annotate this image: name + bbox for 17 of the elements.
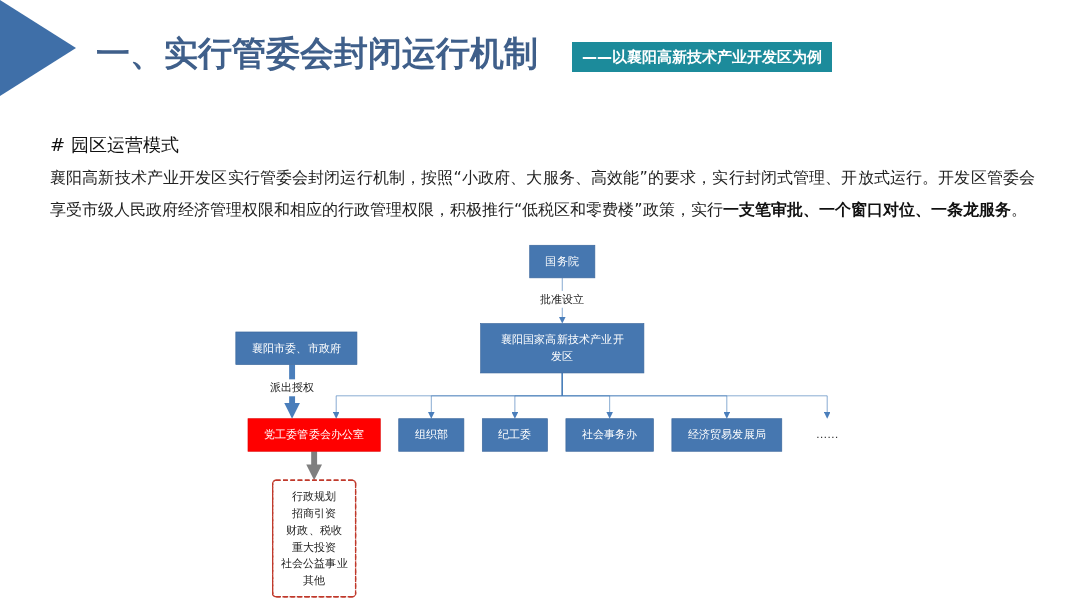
dashed-duty-box: 行政规划 招商引资 财政、税收 重大投资 社会公益事业 其他: [272, 479, 357, 598]
ellipsis-text: ……: [816, 427, 839, 442]
org-box: 国务院: [529, 244, 596, 279]
org-box: 经济贸易发展局: [671, 418, 783, 452]
slide-title: 一、实行管委会封闭运行机制: [96, 32, 538, 75]
org-box: 纪工委: [482, 418, 548, 452]
section-heading: # 园区运营模式: [50, 133, 179, 157]
org-box: 襄阳市委、市政府: [235, 331, 358, 365]
subtitle-tag: ——以襄阳高新技术产业开发区为例: [572, 42, 832, 72]
org-box: 襄阳国家高新技术产业开发区: [480, 323, 645, 374]
body-paragraph: 襄阳高新技术产业开发区实行管委会封闭运行机制，按照“小政府、大服务、高效能”的要求，实行封闭式管理、开放式运行。开发区管委会享受市级人民政府经济管理权限和相应的行政管理权限，积极推行“低税区和零费楼”政策，实行一支笔审批、一个窗口对位、一条龙服务。: [50, 167, 1035, 221]
edge-label: 批准设立: [539, 290, 585, 308]
block-arrow: [306, 451, 323, 481]
highlighted-org-box: 党工委管委会办公室: [247, 418, 381, 452]
org-box: 组织部: [398, 418, 465, 452]
edge-label: 派出授权: [269, 379, 315, 397]
org-box: 社会事务办: [565, 418, 654, 452]
